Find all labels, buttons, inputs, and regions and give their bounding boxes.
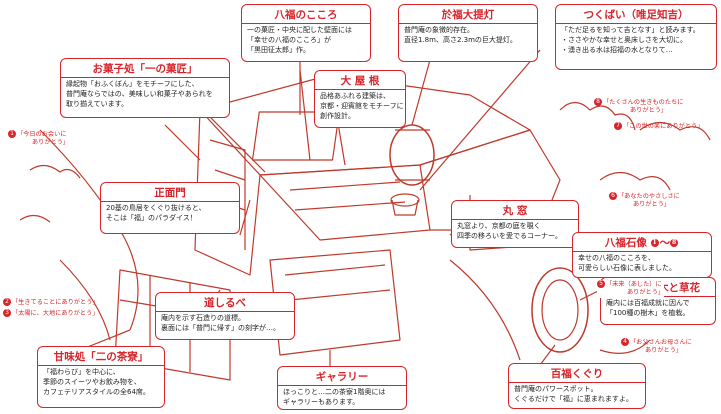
gallery-callout: ギャラリー ほっこりと…二の茶寮1階奥には ギャラリーもあります。 [277,366,407,410]
hachifukuseki-callout: 八福石像 1〜8 幸せの八福のこころを、 可愛らしい石像に表しました。 [572,232,712,278]
thanks-tag-3: 3「太陽に、大地にありがとう」 [3,309,98,318]
marumado-line: 丸窓より、京都の庭を覗く [457,222,541,230]
number-badge: 5 [597,280,605,288]
okashi-callout: お菓子処「一の菓匠」 縁起物「おふくぼん」をモチーフにした、 普門庵ならではの、… [60,58,230,118]
teien-line: 「100種の樹木」を植栽。 [606,308,690,317]
number-badge: 8 [670,239,679,247]
hachifuku-line: 一の菓匠・中央に配した壁面には [247,26,352,34]
thanks-tag-6: 6「あなたのやさしさに ありがとう」 [609,192,680,210]
seimon-line: 20基の鳥居をくぐり抜けると、 [106,204,206,212]
thanks-tag-8: 8「たくさんの生きものたちに ありがとう」 [594,98,683,116]
tsukubai-line: ・湧き出る水は招福の水となりて… [561,45,673,54]
chochin-callout: 於福大提灯 普門庵の象徴的存在。 直径1.8m、高さ2.3mの巨大提灯。 [398,4,538,62]
kanmi-line: 季節のスイーツやお飲み物を、 [43,377,141,386]
tag-text: 「この世の楽にありがとう」 [623,123,704,130]
tag-text: ありがとう」 [32,139,70,147]
tsukubai-callout: つくばい（唯足知吉） 「ただ足るを知って吉となす」と読みます。 ・ささやかな幸せ… [555,4,717,70]
hyakufuku-title: 百福くぐり [509,364,645,383]
hachifukuseki-line: 幸せの八福のこころを、 [578,254,655,262]
hachifukuseki-title-row: 八福石像 1〜8 [573,233,711,252]
hyakufuku-line: 普門庵のパワースポット。 [514,385,598,393]
number-badge: 1 [8,130,16,138]
okashi-line: 取り揃えています。 [66,99,128,108]
okashi-title: お菓子処「一の菓匠」 [61,59,229,78]
number-badge: 2 [3,298,11,306]
ooyane-line: 京都・迎賓館をモチーフに [320,101,404,110]
tag-text: ありがとう」 [645,347,683,355]
okashi-line: 縁起物「おふくぼん」をモチーフにした、 [66,80,199,88]
ooyane-callout: 大 屋 根 品格あふれる建築は、 京都・迎賓館をモチーフに 創作設計。 [314,70,406,128]
marumado-title: 丸 窓 [452,201,578,220]
marumado-callout: 丸 窓 丸窓より、京都の庭を覗く 四季の移ろいを愛でるコーナー。 [451,200,579,248]
chochin-line: 直径1.8m、高さ2.3mの巨大提灯。 [404,35,517,44]
number-badge: 1 [650,239,659,247]
tag-text: 「未来（あした）に [606,281,662,288]
tag-text: 「生きてることにありがとう」 [12,299,99,306]
number-badge: 3 [3,309,11,317]
chochin-line: 普門庵の象徴的存在。 [404,26,474,34]
gallery-title: ギャラリー [278,367,406,386]
hachifuku-line: 「幸せの八福のこころ」が [247,35,331,44]
gallery-line: ほっこりと…二の茶寮1階奥には [283,388,386,396]
thanks-tag-2: 2「生きてることにありがとう」 [3,298,99,307]
hachifuku-line: 「黒田征太郎」作。 [247,45,310,54]
kanmi-line: 「福わらび」を中心に、 [43,368,120,376]
ooyane-title: 大 屋 根 [315,71,405,90]
thanks-tag-1: 1「今日のお会いに ありがとう」 [8,130,69,148]
kanmi-line: カフェテリアスタイルの全64席。 [43,387,150,396]
tsukubai-line: ・ささやかな幸せと奥床しさを大切に。 [561,35,687,44]
tag-text: 「あなたのやさしさに [618,193,680,200]
gallery-line: ギャラリーもあります。 [283,397,360,406]
marumado-line: 四季の移ろいを愛でるコーナー。 [457,231,562,240]
tsukubai-line: 「ただ足るを知って吉となす」と読みます。 [561,26,700,34]
hachifuku-callout: 八福のこころ 一の菓匠・中央に配した壁面には 「幸せの八福のこころ」が 「黒田征… [241,4,371,62]
tag-text: 「たくさんの生きものたちに [603,99,684,106]
chochin-title: 於福大提灯 [399,5,537,24]
michishirube-line: 庵内を示す石造りの道標。 [161,314,245,322]
seimon-line: そこは「福」のパラダイス！ [106,213,197,222]
okashi-line: 普門庵ならではの、美味しい和菓子やあられを [66,89,213,98]
tag-text: ありがとう」 [633,201,671,209]
hachifuku-title: 八福のこころ [242,5,370,24]
tag-text: 「今日のお会いに [17,131,67,138]
thanks-tag-4: 4「お父さんお母さんに ありがとう」 [621,338,692,356]
tag-text: 「太陽に、大地にありがとう」 [12,310,99,317]
michishirube-callout: 道しるべ 庵内を示す石造りの道標。 裏面には「普門に帰す」の刻字が…。 [155,292,295,340]
kanmi-title: 甘味処「二の茶寮」 [38,347,164,366]
thanks-tag-7: 7「この世の楽にありがとう」 [614,122,703,131]
hyakufuku-callout: 百福くぐり 普門庵のパワースポット。 くぐるだけで「福」に恵まれますよ。 [508,363,646,409]
hyakufuku-line: くぐるだけで「福」に恵まれますよ。 [514,394,633,403]
number-badge: 4 [621,338,629,346]
ooyane-line: 品格あふれる建築は、 [320,92,390,100]
michishirube-title: 道しるべ [156,293,294,312]
number-badge: 7 [614,122,622,130]
thanks-tag-five: 5「未来（あした）に ありがとう」 [597,280,665,298]
michishirube-line: 裏面には「普門に帰す」の刻字が…。 [161,323,280,332]
tsukubai-title: つくばい（唯足知吉） [556,5,716,24]
number-badge: 6 [609,192,617,200]
seimon-callout: 正面門 20基の鳥居をくぐり抜けると、 そこは「福」のパラダイス！ [100,182,240,234]
teien-line: 庵内には百福成就に因んで [606,299,690,307]
number-badge: 8 [594,98,602,106]
tag-text: ありがとう」 [627,289,665,297]
ooyane-line: 創作設計。 [320,111,355,120]
tag-text: ありがとう」 [630,107,668,115]
hachifukuseki-title: 八福石像 [604,237,647,249]
seimon-title: 正面門 [101,183,239,202]
tag-text: 「お父さんお母さんに [630,339,692,346]
kanmi-callout: 甘味処「二の茶寮」 「福わらび」を中心に、 季節のスイーツやお飲み物を、 カフェ… [37,346,165,408]
hachifukuseki-line: 可愛らしい石像に表しました。 [578,263,676,272]
